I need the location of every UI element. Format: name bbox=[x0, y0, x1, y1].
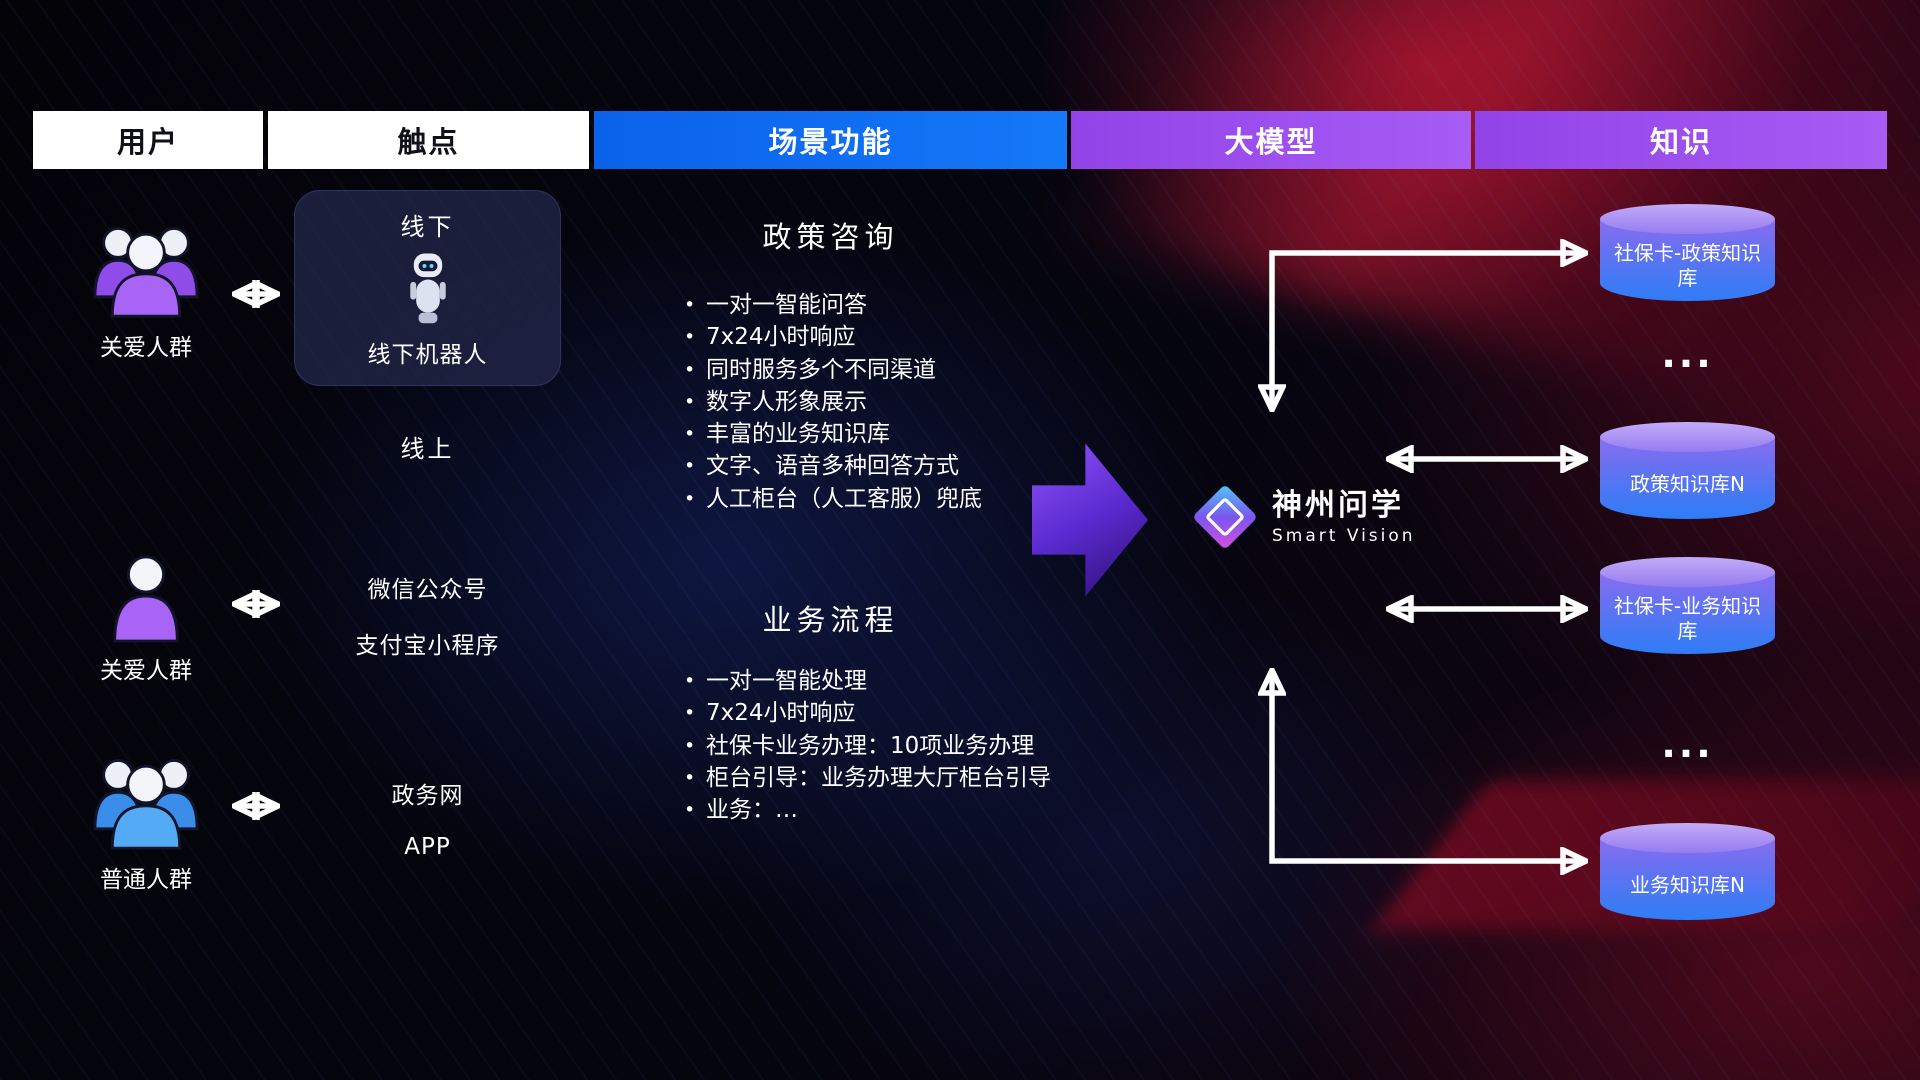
model-logo-text: 神州问学 Smart Vision bbox=[1272, 487, 1416, 546]
scene-list-policy: 一对一智能问答 7x24小时响应 同时服务多个不同渠道 数字人形象展示 丰富的业… bbox=[682, 289, 1102, 515]
database-business-n: 业务知识库N bbox=[1600, 823, 1775, 920]
offline-title: 线下 bbox=[400, 213, 455, 241]
touchpoint-govweb: 政务网 bbox=[391, 783, 464, 809]
database-cylinder-top bbox=[1600, 557, 1775, 587]
scene-list-business: 一对一智能处理 7x24小时响应 社保卡业务办理：10项业务办理 柜台引导：业务… bbox=[682, 665, 1102, 827]
scene-item: 一对一智能处理 bbox=[682, 665, 1102, 698]
touchpoint-alipay: 支付宝小程序 bbox=[355, 633, 500, 659]
scene-item: 7x24小时响应 bbox=[682, 697, 1102, 730]
scene-item: 丰富的业务知识库 bbox=[682, 418, 1102, 451]
scene-title-policy: 政策咨询 bbox=[762, 220, 899, 254]
touchpoint-app: APP bbox=[404, 834, 451, 860]
scene-item: 人工柜台（人工客服）兜底 bbox=[682, 483, 1102, 516]
scene-item: 社保卡业务办理：10项业务办理 bbox=[682, 730, 1102, 763]
online-title: 线上 bbox=[400, 435, 455, 463]
database-cylinder-top bbox=[1600, 422, 1775, 452]
knowledge-ellipsis: ... bbox=[1661, 722, 1714, 766]
database-cylinder-top bbox=[1600, 204, 1775, 234]
person-purple-icon bbox=[113, 555, 179, 643]
scene-item: 同时服务多个不同渠道 bbox=[682, 354, 1102, 387]
scene-item: 7x24小时响应 bbox=[682, 321, 1102, 354]
diamond-logo-icon bbox=[1194, 486, 1256, 548]
database-business-socialcard: 社保卡-业务知识库 bbox=[1600, 557, 1775, 654]
scene-item: 文字、语音多种回答方式 bbox=[682, 450, 1102, 483]
scene-item: 一对一智能问答 bbox=[682, 289, 1102, 322]
column-header-knowledge: 知识 bbox=[1475, 111, 1887, 169]
people-group-purple-icon bbox=[93, 227, 199, 318]
robot-icon bbox=[409, 253, 446, 323]
column-header-scenes: 场景功能 bbox=[594, 111, 1067, 169]
user-label: 关爱人群 bbox=[100, 658, 192, 684]
database-label: 社保卡-政策知识库 bbox=[1600, 219, 1775, 301]
user-care-person: 关爱人群 bbox=[81, 551, 211, 685]
model-logo-block: 神州问学 Smart Vision bbox=[1188, 480, 1416, 554]
column-header-model: 大模型 bbox=[1071, 111, 1471, 169]
database-policy-socialcard: 社保卡-政策知识库 bbox=[1600, 204, 1775, 301]
background-red-glow bbox=[971, 0, 1920, 454]
offline-robot-label: 线下机器人 bbox=[367, 342, 488, 368]
database-cylinder-top bbox=[1600, 823, 1775, 853]
model-name: 神州问学 bbox=[1272, 487, 1404, 523]
model-subtitle: Smart Vision bbox=[1272, 525, 1416, 546]
offline-touchpoint-card: 线下 线下机器人 bbox=[294, 190, 561, 386]
column-header-touchpoints: 触点 bbox=[268, 111, 589, 169]
column-header-users: 用户 bbox=[33, 111, 263, 169]
people-group-blue-icon bbox=[93, 759, 199, 850]
scene-title-business: 业务流程 bbox=[762, 603, 899, 637]
user-label: 关爱人群 bbox=[100, 335, 192, 361]
user-label: 普通人群 bbox=[100, 867, 192, 893]
touchpoint-wechat: 微信公众号 bbox=[367, 577, 488, 603]
scene-item: 柜台引导：业务办理大厅柜台引导 bbox=[682, 762, 1102, 795]
user-normal-group: 普通人群 bbox=[81, 746, 211, 894]
database-policy-n: 政策知识库N bbox=[1600, 422, 1775, 519]
user-care-group: 关爱人群 bbox=[81, 214, 211, 362]
scene-item: 业务：… bbox=[682, 794, 1102, 827]
scene-item: 数字人形象展示 bbox=[682, 386, 1102, 419]
knowledge-ellipsis: ... bbox=[1661, 332, 1714, 376]
